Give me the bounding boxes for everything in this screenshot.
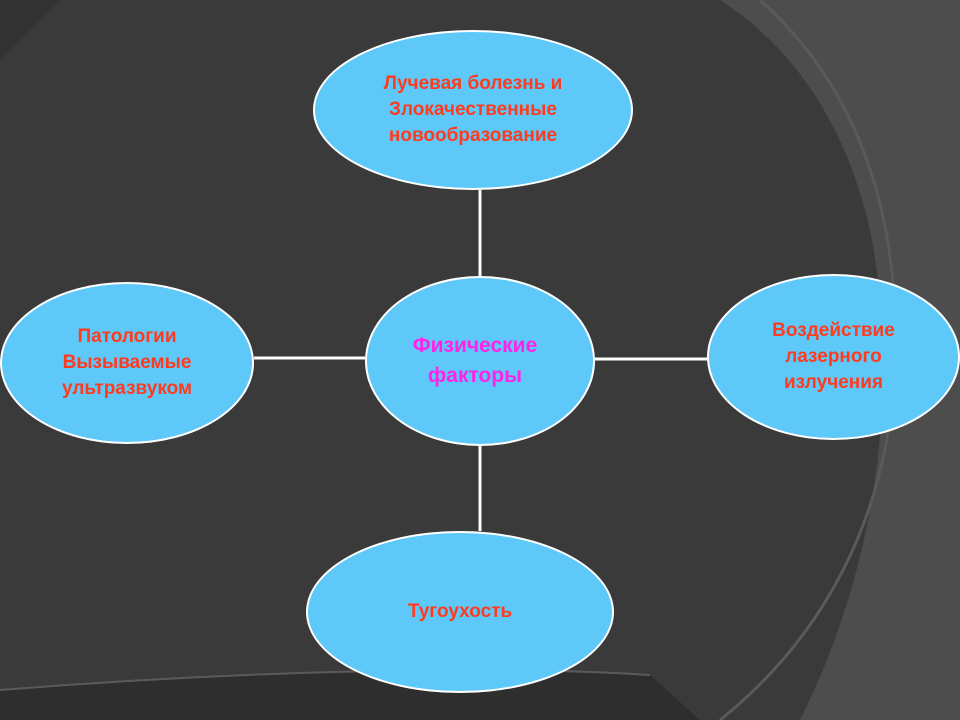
node-bottom-label: Тугоухость (407, 601, 513, 622)
node-left: Патологии Вызываемые ультразвуком (0, 282, 254, 444)
background-corner (0, 0, 60, 60)
node-bottom: Тугоухость (306, 531, 614, 693)
node-right: Воздействие лазерного излучения (707, 274, 960, 440)
node-center: Физические факторы (365, 276, 595, 446)
background-swoosh-right (720, 0, 960, 720)
node-right-label: Воздействие лазерного излучения (772, 320, 895, 393)
node-center-label: Физические факторы (412, 334, 538, 387)
node-top-label: Лучевая болезнь и Злокачественные новооб… (383, 73, 563, 146)
node-left-label: Патологии Вызываемые ультразвуком (62, 326, 192, 399)
node-top: Лучевая болезнь и Злокачественные новооб… (313, 30, 633, 190)
